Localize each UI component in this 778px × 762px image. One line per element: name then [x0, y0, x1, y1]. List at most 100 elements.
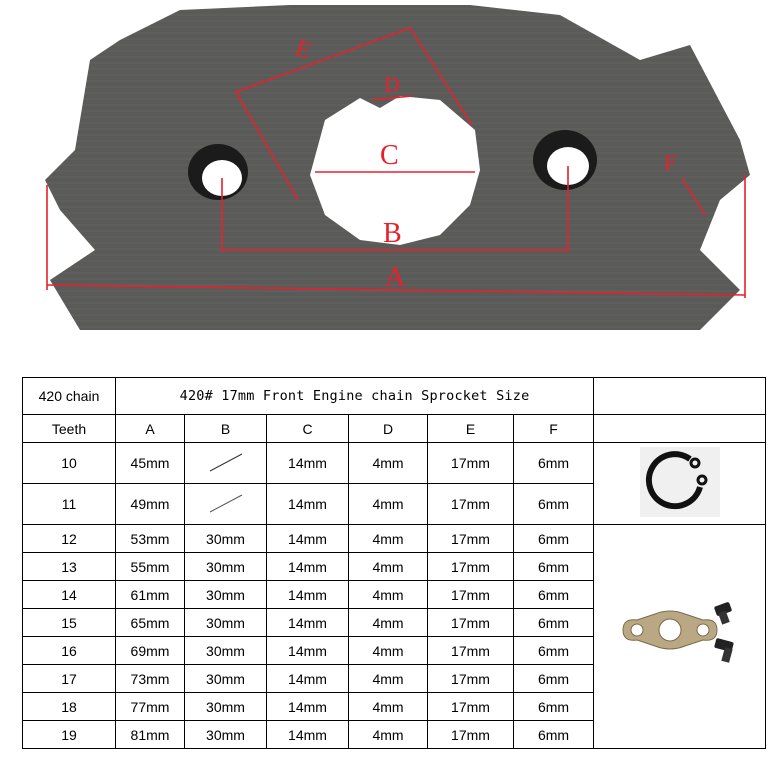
- dimension-line-f: [681, 177, 706, 216]
- cell-e: 17mm: [427, 608, 514, 637]
- cell-d: 4mm: [348, 483, 428, 525]
- cell-a: 77mm: [115, 692, 185, 721]
- cell-a: 55mm: [115, 552, 185, 581]
- sprocket-size-table: 420 chain 420# 17mm Front Engine chain S…: [22, 377, 767, 749]
- cell-teeth: 15: [22, 608, 116, 637]
- cell-f: 6mm: [512, 720, 595, 749]
- cell-teeth: 14: [22, 580, 116, 609]
- cell-teeth: 19: [22, 720, 116, 749]
- center-bore: [310, 96, 480, 245]
- cell-d: 4mm: [348, 636, 428, 665]
- table-row: 11 49mm 14mm 4mm 17mm 6mm: [22, 483, 766, 525]
- table-row: 12 53mm 30mm 14mm 4mm 17mm 6mm: [22, 524, 767, 749]
- cell-teeth: 12: [22, 524, 116, 553]
- cell-c: 14mm: [266, 664, 349, 693]
- cell-c: 14mm: [266, 608, 349, 637]
- cell-a: 73mm: [115, 664, 185, 693]
- cell-c: 14mm: [266, 636, 349, 665]
- cell-teeth: 11: [22, 483, 116, 525]
- cell-e: 17mm: [427, 636, 514, 665]
- cell-d: 4mm: [348, 442, 428, 484]
- cell-e: 17mm: [427, 692, 514, 721]
- cell-e: 17mm: [427, 580, 514, 609]
- cell-teeth: 18: [22, 692, 116, 721]
- cell-d: 4mm: [348, 608, 428, 637]
- table-row: 16 69mm 30mm 14mm 4mm 17mm 6mm: [22, 636, 766, 665]
- table-title: 420# 17mm Front Engine chain Sprocket Si…: [114, 377, 595, 415]
- cell-e: 17mm: [427, 483, 514, 525]
- header-d: D: [348, 414, 428, 443]
- cell-c: 14mm: [266, 552, 349, 581]
- cell-b-not-applicable: [184, 442, 267, 484]
- cell-e: 17mm: [427, 720, 514, 749]
- header-b: B: [184, 414, 267, 443]
- cell-b: 30mm: [184, 524, 267, 553]
- table-row: 19 81mm 30mm 14mm 4mm 17mm 6mm: [22, 720, 766, 749]
- cell-b: 30mm: [184, 664, 267, 693]
- cell-f: 6mm: [512, 636, 595, 665]
- cell-a: 53mm: [115, 524, 185, 553]
- header-e: E: [427, 414, 514, 443]
- lock-plate-and-bolts-image: [593, 524, 767, 749]
- cell-b: 30mm: [184, 608, 267, 637]
- label-f: F: [664, 150, 676, 175]
- header-a: A: [115, 414, 185, 443]
- cell-c: 14mm: [266, 483, 349, 525]
- cell-f: 6mm: [512, 580, 595, 609]
- cell-d: 4mm: [348, 552, 428, 581]
- cell-d: 4mm: [348, 664, 428, 693]
- cell-f: 6mm: [512, 483, 595, 525]
- cell-teeth: 17: [22, 664, 116, 693]
- cell-d: 4mm: [348, 720, 428, 749]
- cell-e: 17mm: [427, 524, 514, 553]
- cell-a: 69mm: [115, 636, 185, 665]
- dimension-line-e: [234, 27, 473, 201]
- label-d: D: [384, 72, 400, 97]
- table-row: 18 77mm 30mm 14mm 4mm 17mm 6mm: [22, 692, 766, 721]
- cell-c: 14mm: [266, 720, 349, 749]
- cell-a: 61mm: [115, 580, 185, 609]
- cell-c: 14mm: [266, 442, 349, 484]
- cell-b: 30mm: [184, 720, 267, 749]
- cell-f: 6mm: [512, 692, 595, 721]
- cell-a: 81mm: [115, 720, 185, 749]
- cell-d: 4mm: [348, 692, 428, 721]
- header-teeth: Teeth: [22, 414, 116, 443]
- cell-a: 49mm: [115, 483, 185, 525]
- cell-f: 6mm: [512, 608, 595, 637]
- header-row: Teeth A B C D E F: [22, 414, 767, 443]
- cell-teeth: 10: [22, 442, 116, 484]
- table-row: 10 45mm 14mm 4mm 17mm 6mm: [22, 442, 767, 525]
- cell-a: 45mm: [115, 442, 185, 484]
- header-c: C: [266, 414, 349, 443]
- label-a: A: [385, 262, 406, 293]
- cell-b: 30mm: [184, 692, 267, 721]
- header-f: F: [512, 414, 595, 443]
- cell-c: 14mm: [266, 524, 349, 553]
- cell-d: 4mm: [348, 580, 428, 609]
- label-b: B: [383, 218, 402, 249]
- cell-teeth: 13: [22, 552, 116, 581]
- cell-e: 17mm: [427, 552, 514, 581]
- cell-d: 4mm: [348, 524, 428, 553]
- chain-type-label: 420 chain: [22, 377, 116, 415]
- dimension-line-a: [46, 284, 746, 296]
- label-c: C: [380, 140, 399, 171]
- cell-a: 65mm: [115, 608, 185, 637]
- cell-f: 6mm: [512, 524, 595, 553]
- cell-b: 30mm: [184, 580, 267, 609]
- sprocket-photo: A B C D E F: [0, 0, 778, 340]
- cell-c: 14mm: [266, 692, 349, 721]
- cell-b-not-applicable: [184, 483, 267, 525]
- cell-f: 6mm: [512, 442, 595, 484]
- blank-header-cell: [593, 377, 767, 415]
- cell-e: 17mm: [427, 664, 514, 693]
- cell-b: 30mm: [184, 636, 267, 665]
- circlip-image: [593, 442, 767, 525]
- cell-f: 6mm: [512, 552, 595, 581]
- cell-b: 30mm: [184, 552, 267, 581]
- cell-f: 6mm: [512, 664, 595, 693]
- cell-teeth: 16: [22, 636, 116, 665]
- table-row: 17 73mm 30mm 14mm 4mm 17mm 6mm: [22, 664, 766, 693]
- dimension-line-d: [371, 95, 413, 101]
